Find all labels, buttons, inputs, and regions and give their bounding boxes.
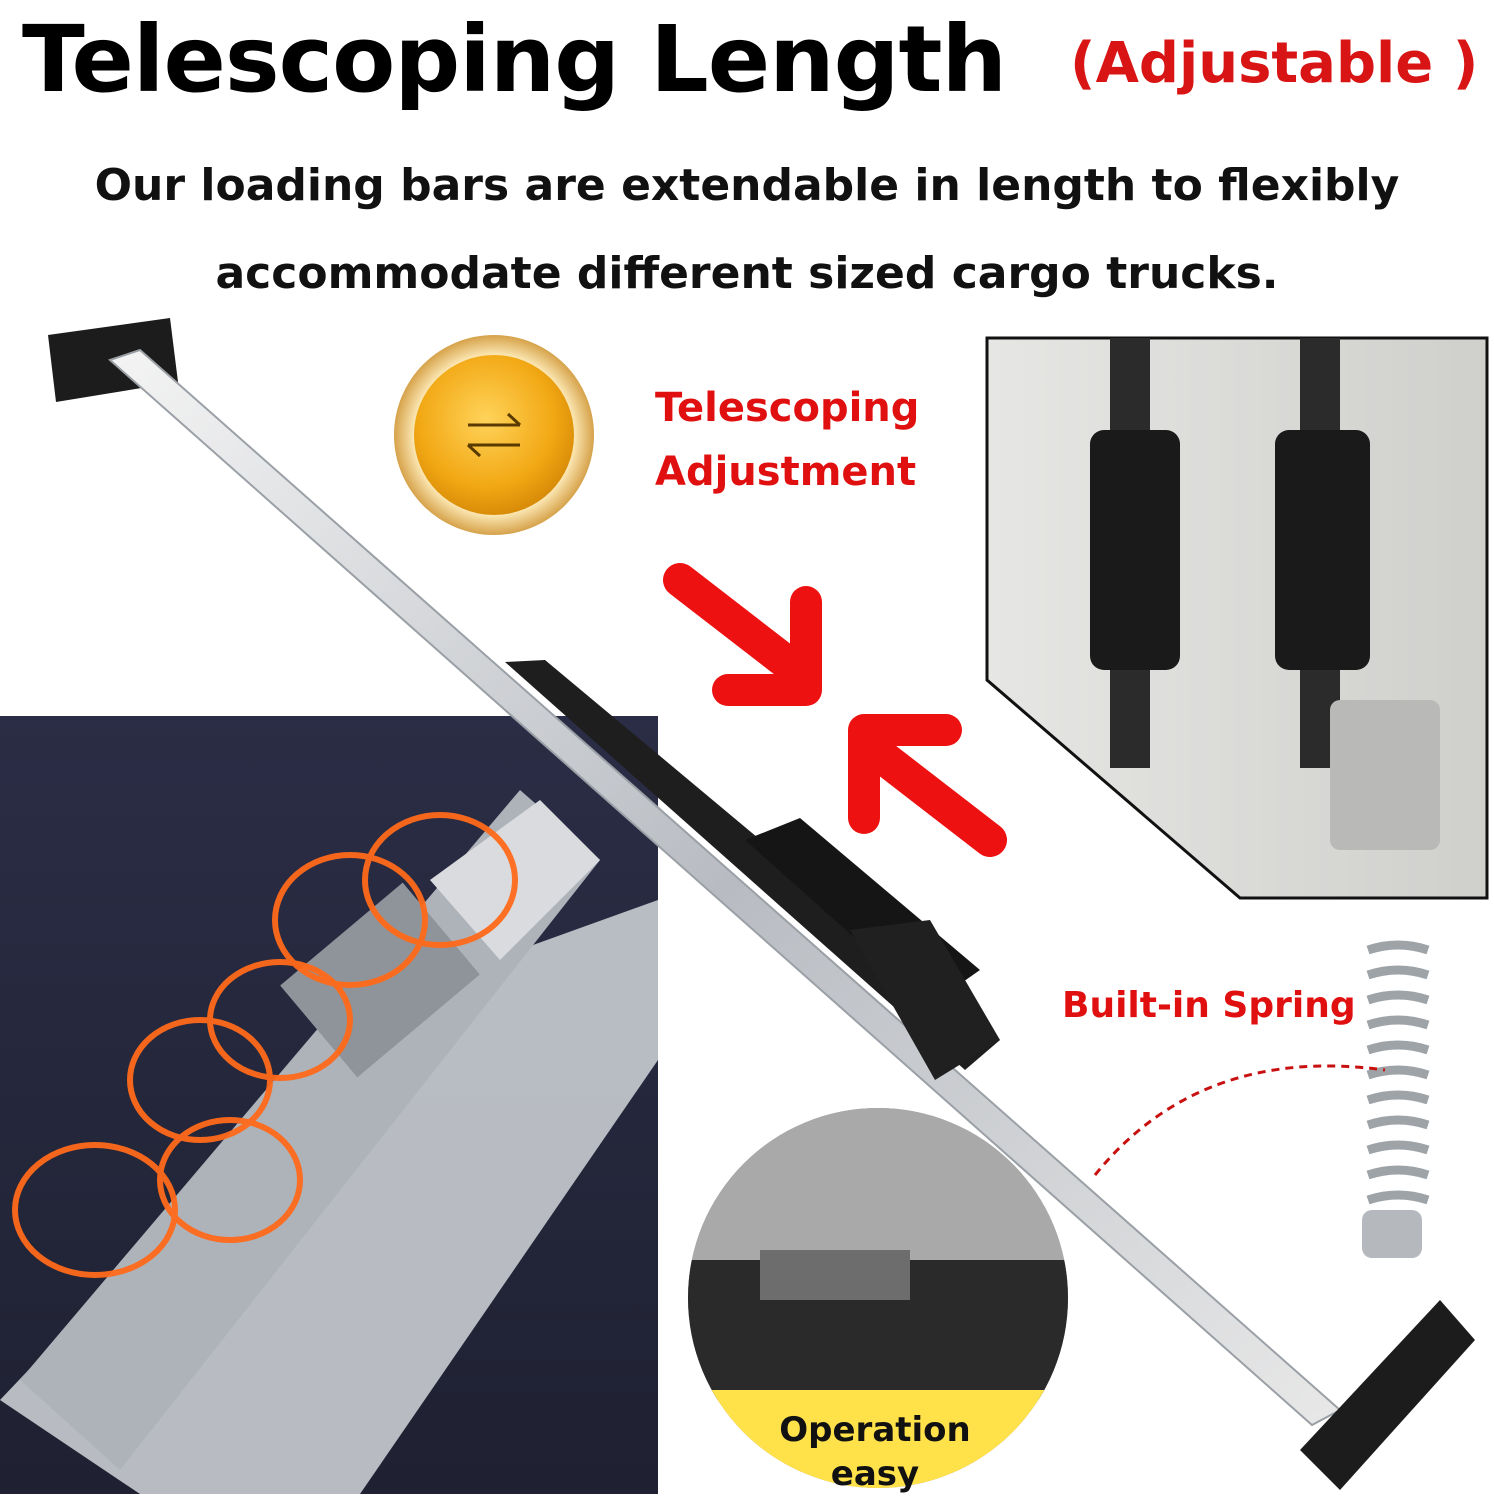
spring-image <box>1093 940 1430 1258</box>
installed-bars-photo <box>985 336 1489 900</box>
loading-bar-image <box>48 318 1475 1490</box>
subtitle-line-2: accommodate different sized cargo trucks… <box>215 248 1279 299</box>
operation-label-line-2: easy <box>830 1454 920 1494</box>
built-in-spring-label: Built-in Spring <box>1062 985 1356 1026</box>
telescoping-label-line-2: Adjustment <box>655 449 917 495</box>
telescoping-adjustment-label: Telescoping Adjustment <box>655 376 919 504</box>
ratchet-closeup-photo <box>0 716 658 1494</box>
arrow-down-right-icon <box>663 563 822 706</box>
swap-arrows-icon <box>394 335 594 535</box>
page-title: Telescoping Length <box>22 6 1007 113</box>
operation-easy-label: Operation easy <box>770 1408 980 1496</box>
subtitle-line-1: Our loading bars are extendable in lengt… <box>94 160 1400 211</box>
title-note: (Adjustable ) <box>1070 31 1479 96</box>
operation-label-line-1: Operation <box>779 1410 971 1450</box>
arrow-up-left-icon <box>848 714 1007 857</box>
telescoping-label-line-1: Telescoping <box>655 385 920 431</box>
